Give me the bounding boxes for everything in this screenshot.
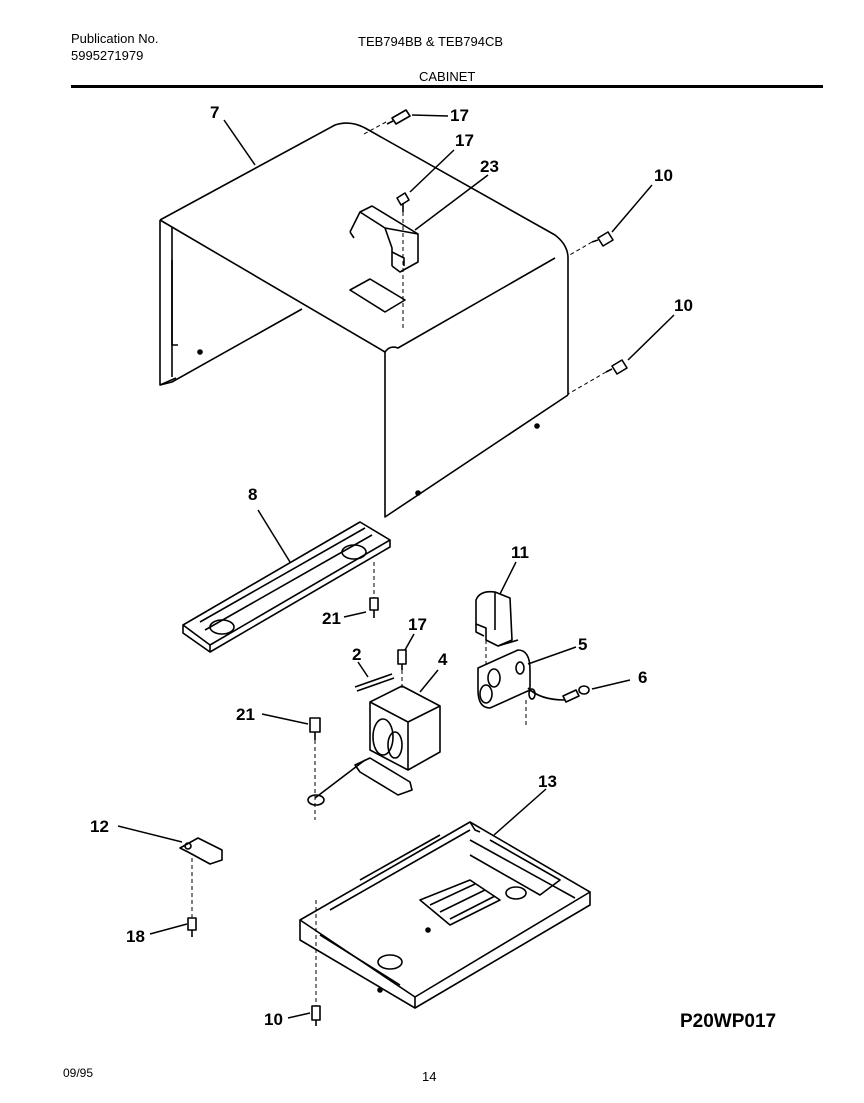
callout-17-top: 17	[450, 106, 469, 125]
capacitor-5	[477, 649, 566, 709]
callout-17-bracket: 17	[455, 131, 474, 150]
bracket-23	[349, 205, 419, 273]
transformer-4	[314, 685, 441, 799]
section-title: CABINET	[419, 69, 476, 84]
callout-2: 2	[352, 645, 361, 664]
callout-12: 12	[90, 817, 109, 836]
callout-4: 4	[438, 650, 448, 669]
callout-10-upper: 10	[654, 166, 673, 185]
alignment-lines	[191, 121, 607, 1006]
diode-cap-6	[562, 685, 590, 703]
screw-17-top	[386, 109, 411, 125]
callout-21-rail: 21	[322, 609, 341, 628]
screw-10-upper	[591, 231, 614, 247]
base-pan-13	[299, 821, 591, 1009]
screw-21-transformer	[309, 717, 321, 740]
bracket-11	[475, 590, 519, 647]
callout-10-base: 10	[264, 1010, 283, 1029]
screw-10-middle	[605, 359, 628, 375]
callout-13: 13	[538, 772, 557, 791]
callout-6: 6	[638, 668, 647, 687]
callout-23: 23	[480, 157, 499, 176]
model-numbers: TEB794BB & TEB794CB	[358, 34, 504, 49]
callout-21-transformer: 21	[236, 705, 255, 724]
leader-lines	[117, 114, 675, 1019]
bracket-12	[179, 837, 223, 865]
screw-17-transformer	[397, 649, 407, 670]
publication-number: 5995271979	[71, 48, 144, 63]
cabinet-wrapper	[159, 122, 569, 518]
publication-label: Publication No.	[71, 31, 159, 46]
screw-18	[187, 917, 197, 937]
figure-code: P20WP017	[680, 1011, 777, 1032]
callout-10-middle: 10	[674, 296, 693, 315]
screw-21-rail	[369, 597, 379, 618]
screw-10-base	[311, 1005, 321, 1026]
diode-2	[354, 673, 395, 692]
page-number: 14	[422, 1069, 437, 1084]
callout-11: 11	[511, 543, 529, 562]
callout-18: 18	[126, 927, 145, 946]
callout-5: 5	[578, 635, 587, 654]
rail-8	[182, 521, 391, 653]
callout-17-transformer: 17	[408, 615, 427, 634]
washer	[307, 794, 325, 806]
header-rule	[71, 85, 823, 88]
screw-17-bracket	[396, 192, 410, 212]
revision-date: 09/95	[63, 1066, 94, 1080]
callout-8: 8	[248, 485, 257, 504]
callout-7: 7	[210, 103, 219, 122]
